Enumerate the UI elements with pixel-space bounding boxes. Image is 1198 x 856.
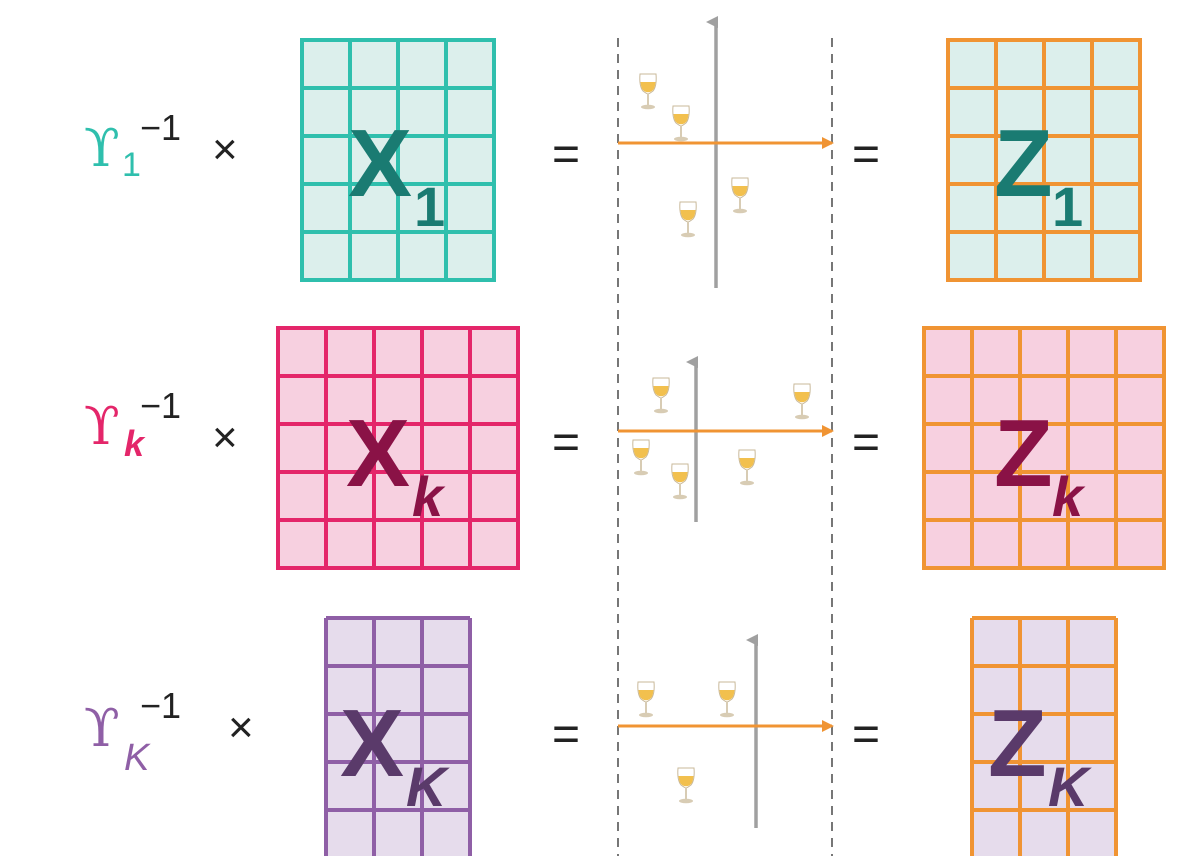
matrix-z-subscript: K — [1048, 755, 1092, 818]
upsilon-subscript: K — [124, 737, 151, 779]
equals-right: = — [852, 416, 880, 469]
matrix-z-1: Z 1 — [946, 38, 1142, 282]
matrix-z-letter: Z — [994, 400, 1053, 507]
wine-glass-icon — [738, 449, 756, 486]
times-operator: × — [228, 703, 254, 752]
matrix-x-letter: X — [340, 690, 404, 797]
wine-glass-icon — [731, 177, 749, 214]
inverse-exponent: −1 — [140, 107, 181, 148]
matrix-z-subscript: k — [1052, 465, 1086, 528]
matrix-x-k: X k — [276, 326, 520, 570]
inverse-exponent: −1 — [140, 685, 181, 726]
wine-glass-icon — [679, 201, 697, 238]
matrix-z-subscript: 1 — [1052, 175, 1083, 238]
wine-glass-icon — [718, 681, 736, 718]
upsilon-subscript: k — [124, 423, 146, 464]
matrix-z-k: Z k — [922, 326, 1166, 570]
matrix-x-1: X 1 — [300, 38, 496, 282]
row-1: ϒ 1 −1 × X 1 = = — [84, 16, 1142, 288]
upsilon-symbol: ϒ — [84, 699, 120, 759]
matrix-x-subscript: K — [406, 755, 450, 818]
scatter-plot-k — [618, 356, 834, 522]
scatter-plot-K — [618, 634, 834, 828]
matrix-x-K: X K — [324, 616, 472, 856]
wine-glass-icon — [671, 463, 689, 500]
wine-glass-icon — [672, 105, 690, 142]
equals-right: = — [852, 128, 880, 181]
inverse-exponent: −1 — [140, 385, 181, 426]
matrix-x-subscript: k — [412, 465, 446, 528]
matrix-z-K: Z K — [970, 616, 1118, 856]
upsilon-symbol: ϒ — [84, 119, 120, 179]
equals-left: = — [552, 128, 580, 181]
row-2: ϒ k −1 × X k = = — [84, 326, 1166, 570]
matrix-z-letter: Z — [994, 110, 1053, 217]
row-3: ϒ K −1 × X K = = — [84, 616, 1118, 856]
wine-glass-icon — [652, 377, 670, 414]
equals-left: = — [552, 416, 580, 469]
matrix-z-letter: Z — [988, 690, 1047, 797]
scatter-plot-1 — [618, 16, 834, 288]
wine-glass-icon — [793, 383, 811, 420]
matrix-x-letter: X — [346, 400, 410, 507]
matrix-x-letter: X — [348, 110, 412, 217]
times-operator: × — [212, 125, 238, 174]
matrix-x-subscript: 1 — [414, 175, 445, 238]
times-operator: × — [212, 413, 238, 462]
equals-left: = — [552, 708, 580, 761]
wine-glass-icon — [632, 439, 650, 476]
wine-glass-icon — [639, 73, 657, 110]
upsilon-symbol: ϒ — [84, 397, 120, 457]
upsilon-subscript: 1 — [122, 146, 141, 184]
equals-right: = — [852, 708, 880, 761]
wine-glass-icon — [637, 681, 655, 718]
wine-glass-icon — [677, 767, 695, 804]
